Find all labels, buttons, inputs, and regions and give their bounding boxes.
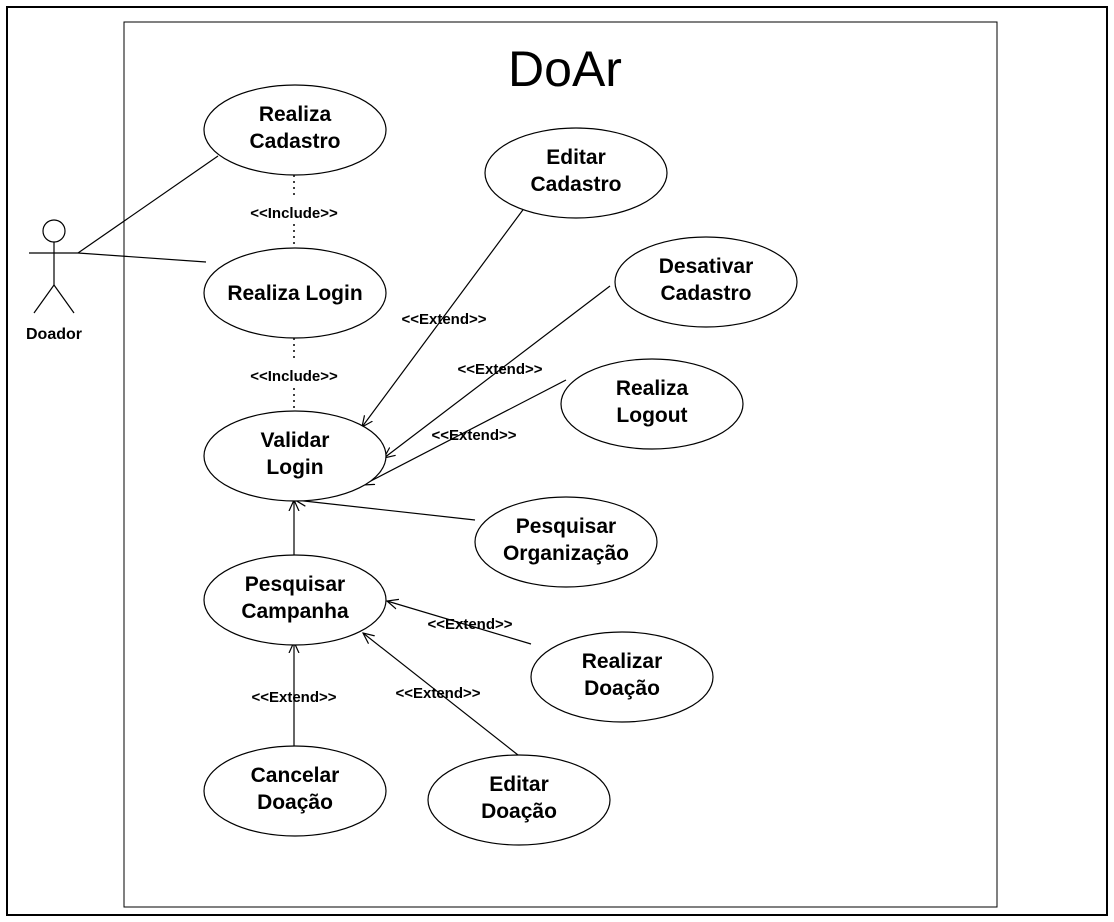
use-case-editar-doacao[interactable]: Editar Doação — [427, 754, 611, 846]
system-boundary — [123, 21, 998, 908]
use-case-pesquisar-organizacao[interactable]: Pesquisar Organização — [474, 496, 658, 588]
extend-arrow-realizar-doacao — [387, 601, 532, 645]
system-title: DoAr — [508, 41, 622, 97]
use-case-label: Cadastro — [530, 173, 621, 196]
use-case-validar-login[interactable]: Validar Login — [203, 410, 387, 502]
actor-label: Doador — [26, 326, 82, 343]
include-label-1: <<Include>> — [250, 205, 338, 222]
use-case-cancelar-doacao[interactable]: Cancelar Doação — [203, 745, 387, 837]
use-case-label: Login — [266, 456, 323, 479]
use-case-label: Doação — [257, 791, 333, 814]
use-case-label: Cadastro — [249, 130, 340, 153]
use-case-label: Organização — [503, 542, 629, 565]
use-case-realiza-logout[interactable]: Realiza Logout — [560, 358, 744, 450]
use-case-label: Campanha — [241, 600, 349, 623]
use-case-desativar-cadastro[interactable]: Desativar Cadastro — [614, 236, 798, 328]
extend-label-realizar-doacao: <<Extend>> — [427, 616, 512, 633]
extend-arrow-editar-doacao — [363, 633, 519, 756]
use-case-editar-cadastro[interactable]: Editar Cadastro — [484, 127, 668, 219]
extend-arrow-editar-cadastro — [362, 202, 529, 427]
use-case-label: Validar — [261, 429, 330, 452]
extend-label-cancelar-doacao: <<Extend>> — [251, 689, 336, 706]
extend-arrow-logout — [363, 379, 567, 485]
use-case-realiza-cadastro[interactable]: Realiza Cadastro — [203, 84, 387, 176]
use-case-label: Realizar — [582, 650, 663, 673]
extend-label-logout: <<Extend>> — [431, 427, 516, 444]
actor-doador[interactable]: Doador — [26, 219, 82, 343]
extend-arrow-desativar-cadastro — [384, 285, 611, 458]
use-case-realizar-doacao[interactable]: Realizar Doação — [530, 631, 714, 723]
use-case-label: Pesquisar — [516, 515, 616, 538]
association-realiza-login — [77, 252, 207, 263]
use-case-label: Doação — [584, 677, 660, 700]
use-case-label: Realiza — [259, 103, 332, 126]
use-case-label: Editar — [546, 146, 606, 169]
use-case-label: Desativar — [659, 255, 754, 278]
use-case-label: Cancelar — [251, 764, 340, 787]
use-case-label: Logout — [616, 404, 687, 427]
extend-label-editar-doacao: <<Extend>> — [395, 685, 480, 702]
use-case-label: Editar — [489, 773, 549, 796]
include-label-2: <<Include>> — [250, 368, 338, 385]
use-case-pesquisar-campanha[interactable]: Pesquisar Campanha — [203, 554, 387, 646]
extend-label-editar-cadastro: <<Extend>> — [401, 311, 486, 328]
extend-label-desativar-cadastro: <<Extend>> — [457, 361, 542, 378]
use-case-label: Pesquisar — [245, 573, 345, 596]
use-case-label: Cadastro — [660, 282, 751, 305]
use-case-label: Doação — [481, 800, 557, 823]
use-case-label: Realiza — [616, 377, 689, 400]
actor-head — [42, 219, 66, 243]
use-case-label: Realiza Login — [227, 282, 362, 305]
association-realiza-cadastro — [77, 155, 219, 254]
use-case-realiza-login[interactable]: Realiza Login — [203, 247, 387, 339]
association-pesquisar-organizacao — [295, 500, 476, 521]
